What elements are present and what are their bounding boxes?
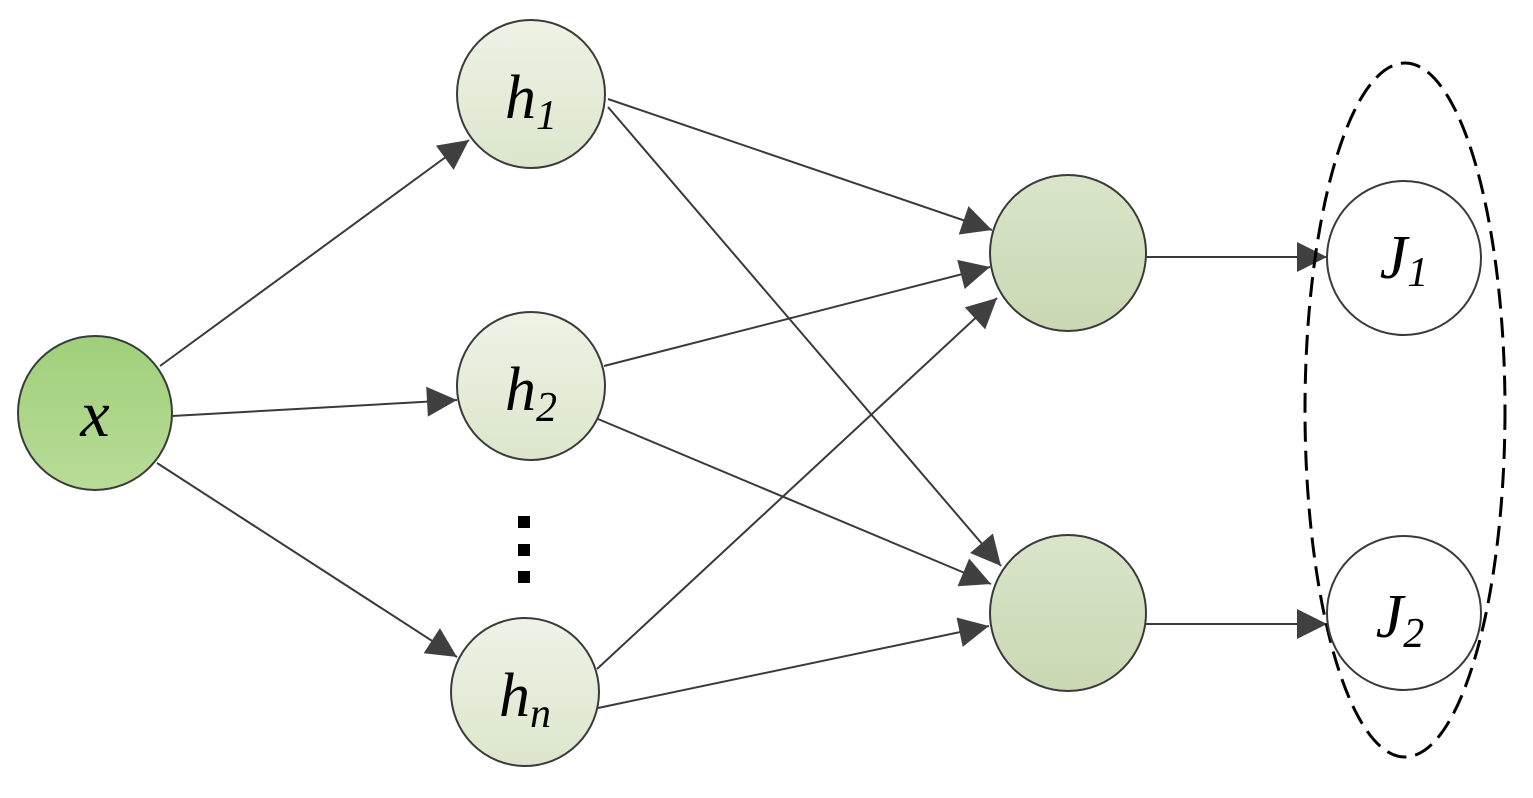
svg-text:h2: h2 (505, 356, 557, 431)
j1-label-sub: 1 (1407, 250, 1428, 296)
middle-node-2 (989, 534, 1147, 692)
edge-x-h1 (159, 139, 470, 367)
h1-label-base: h (505, 64, 536, 132)
hidden-node-hn: hn (450, 617, 600, 767)
h2-label-base: h (505, 356, 536, 424)
middle-node-1 (989, 174, 1147, 332)
j1-label-base: J (1380, 224, 1410, 292)
edge-h2-m1 (603, 259, 991, 367)
hn-label-base: h (499, 662, 530, 730)
output-group-ellipse (1303, 61, 1507, 759)
edge-h1-m1 (607, 98, 993, 235)
j2-label-sub: 2 (1403, 611, 1424, 657)
h2-label-sub: 2 (536, 385, 557, 431)
hn-label-sub: n (530, 691, 551, 737)
svg-text:h1: h1 (505, 64, 557, 139)
svg-text:x: x (79, 378, 109, 451)
svg-text:hn: hn (499, 662, 551, 737)
hidden-node-h2: h2 (456, 311, 606, 461)
svg-text:J1: J1 (1380, 224, 1429, 296)
edge-x-h2 (171, 386, 458, 417)
input-node-x: x (17, 335, 173, 491)
hidden-node-h1: h1 (456, 19, 606, 169)
h1-label-sub: 1 (536, 93, 557, 139)
ellipsis-dots (518, 516, 530, 583)
output-node-j2: J2 (1326, 535, 1482, 691)
edge-h1-m2 (607, 106, 1002, 567)
j2-label-base: J (1376, 583, 1406, 651)
output-node-j1: J1 (1326, 180, 1482, 336)
edges (156, 98, 1327, 709)
edge-hn-m2 (597, 617, 990, 709)
edge-h2-m2 (597, 418, 992, 587)
edge-x-hn (156, 462, 458, 658)
input-label: x (79, 378, 109, 451)
svg-text:J2: J2 (1376, 583, 1425, 657)
edge-hn-m1 (596, 297, 998, 670)
